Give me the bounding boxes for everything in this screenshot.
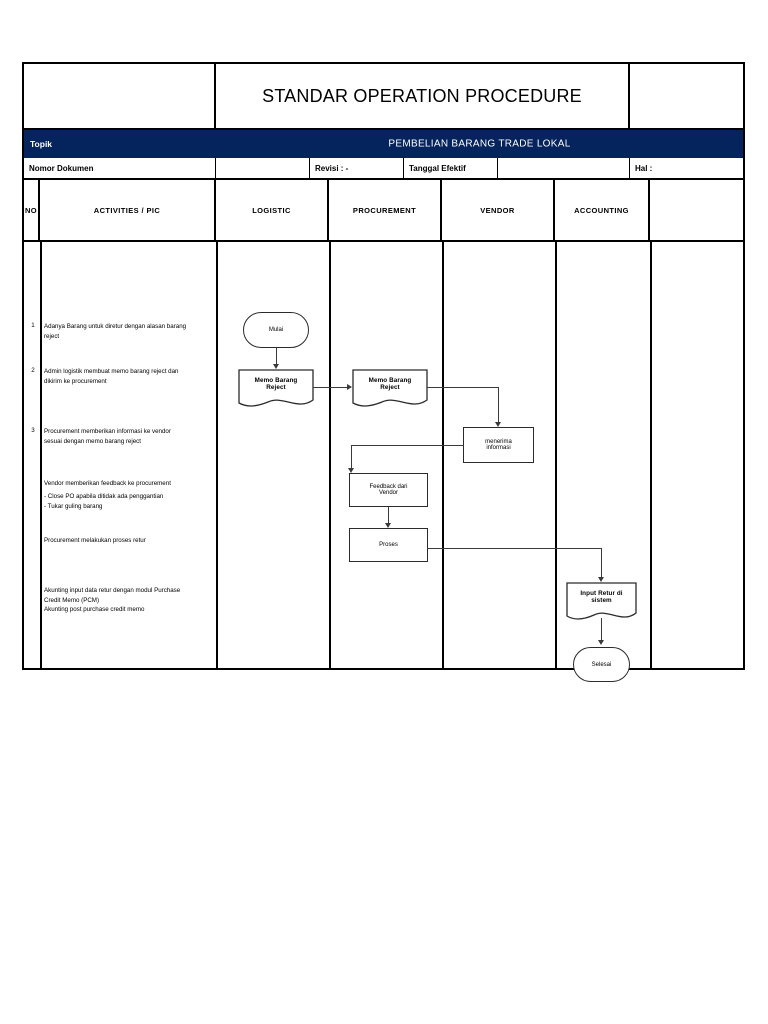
lane-divider-vendor [555, 242, 557, 668]
connector-mulai-memo [275, 348, 277, 366]
activity-number: 1 [31, 322, 35, 329]
document-shape-icon [352, 369, 428, 407]
flow-node-proses-label: Proses [379, 542, 398, 548]
connector-proses-input-retur-h [427, 548, 602, 550]
connector-feedback-proses [387, 507, 389, 525]
arrow-input-retur-selesai [598, 640, 605, 645]
lane-divider-procurement [442, 242, 444, 668]
connector-menerima-feedback-v [351, 445, 353, 471]
connector-memo-pro-menerima-h [427, 387, 499, 389]
column-header-vendor-label: VENDOR [480, 205, 515, 215]
topik-value: PEMBELIAN BARANG TRADE LOKAL [388, 138, 571, 150]
meta-label-revisi: Revisi : - [315, 163, 349, 173]
lane-divider-logistic [329, 242, 331, 668]
document-shape-icon [238, 369, 314, 407]
meta-cell-hal: Hal : [630, 158, 743, 178]
flow-node-proses[interactable]: Proses [349, 528, 428, 562]
title-cell: STANDAR OPERATION PROCEDURE [216, 64, 630, 128]
activity-number: 3 [31, 427, 35, 434]
meta-cell-revisi: Revisi : - [310, 158, 404, 178]
title-logo-cell [24, 64, 216, 128]
lane-divider-accounting [650, 242, 652, 668]
flow-node-input-retur-di-sistem[interactable]: Input Retur di sistem [566, 582, 637, 622]
flow-node-mulai-label: Mulai [268, 327, 284, 333]
connector-menerima-feedback-h [351, 445, 464, 447]
activity-number: 2 [31, 367, 35, 374]
activity-text: Adanya Barang untuk diretur dengan alasa… [44, 323, 187, 340]
sop-table: STANDAR OPERATION PROCEDURE Topik PEMBEL… [22, 62, 745, 682]
topik-row: Topik PEMBELIAN BARANG TRADE LOKAL [24, 130, 743, 158]
activity-text: Admin logistik membuat memo barang rejec… [44, 368, 179, 385]
column-header-logistic-label: LOGISTIC [252, 205, 291, 215]
page-title: STANDAR OPERATION PROCEDURE [262, 85, 582, 106]
flow-node-menerima-informasi-label: menerima informasi [485, 439, 512, 451]
meta-cell-tanggal-efektif: Tanggal Efektif [404, 158, 498, 178]
flow-node-menerima-informasi[interactable]: menerima informasi [463, 427, 534, 463]
flow-node-feedback-dari-vendor-label: Feedback dari Vendor [369, 484, 408, 496]
column-header-accounting: ACCOUNTING [555, 180, 650, 240]
lane-divider-activities [216, 242, 218, 668]
connector-memo-log-memo-pro [313, 387, 349, 389]
meta-label-hal: Hal : [635, 163, 653, 173]
flow-node-feedback-dari-vendor[interactable]: Feedback dari Vendor [349, 473, 428, 507]
column-header-procurement: PROCUREMENT [329, 180, 442, 240]
flow-node-selesai[interactable]: Selesai [573, 647, 630, 682]
lane-divider-no [40, 242, 42, 668]
arrow-menerima-feedback [348, 468, 355, 473]
column-header-empty [650, 180, 743, 240]
meta-cell-nomor-dokumen-value[interactable] [216, 158, 310, 178]
activity-text: Procurement melakukan proses retur [44, 537, 146, 544]
column-header-logistic: LOGISTIC [216, 180, 329, 240]
column-header-no-label: NO [24, 205, 38, 215]
column-header-vendor: VENDOR [442, 180, 555, 240]
activity-text: Akunting input data retur dengan modul P… [44, 587, 181, 614]
meta-cell-nomor-dokumen: Nomor Dokumen [24, 158, 216, 178]
document-shape-icon [566, 582, 637, 620]
flow-node-memo-barang-reject-logistic[interactable]: Memo Barang Reject [238, 369, 314, 409]
flowchart-body: 1 Adanya Barang untuk diretur dengan ala… [24, 242, 743, 682]
connector-proses-input-retur-v [601, 548, 603, 580]
connector-input-retur-selesai [601, 618, 603, 642]
document-meta-row: Nomor Dokumen Revisi : - Tanggal Efektif… [24, 158, 743, 180]
activity-text: Procurement memberikan informasi ke vend… [44, 428, 171, 445]
arrow-feedback-proses [384, 523, 391, 528]
flow-node-selesai-label: Selesai [591, 661, 612, 668]
arrow-memo-log-memo-pro [347, 383, 352, 390]
connector-memo-pro-menerima-v [498, 387, 500, 425]
arrow-proses-input-retur [598, 577, 605, 582]
column-header-procurement-label: PROCUREMENT [352, 205, 417, 215]
title-right-cell [630, 64, 743, 128]
column-header-activities-label: ACTIVITIES / PIC [93, 205, 161, 215]
column-header-accounting-label: ACCOUNTING [574, 205, 629, 215]
column-header-activities: ACTIVITIES / PIC [40, 180, 216, 240]
arrow-memo-pro-menerima [495, 422, 502, 427]
column-header-row: NO ACTIVITIES / PIC LOGISTIC PROCUREMENT… [24, 180, 743, 242]
topik-label: Topik [30, 139, 53, 149]
meta-label-nomor-dokumen: Nomor Dokumen [29, 163, 94, 173]
flow-node-memo-barang-reject-procurement[interactable]: Memo Barang Reject [352, 369, 428, 409]
title-row: STANDAR OPERATION PROCEDURE [24, 64, 743, 130]
meta-label-tanggal-efektif: Tanggal Efektif [409, 163, 466, 173]
activity-text: Vendor memberikan feedback ke procuremen… [44, 480, 171, 487]
column-header-no: NO [24, 180, 40, 240]
arrow-mulai-memo [272, 364, 279, 369]
activity-text: - Close PO apabila ditidak ada pengganti… [44, 493, 164, 510]
meta-cell-tanggal-efektif-value[interactable] [498, 158, 630, 178]
flow-node-mulai[interactable]: Mulai [243, 312, 309, 348]
